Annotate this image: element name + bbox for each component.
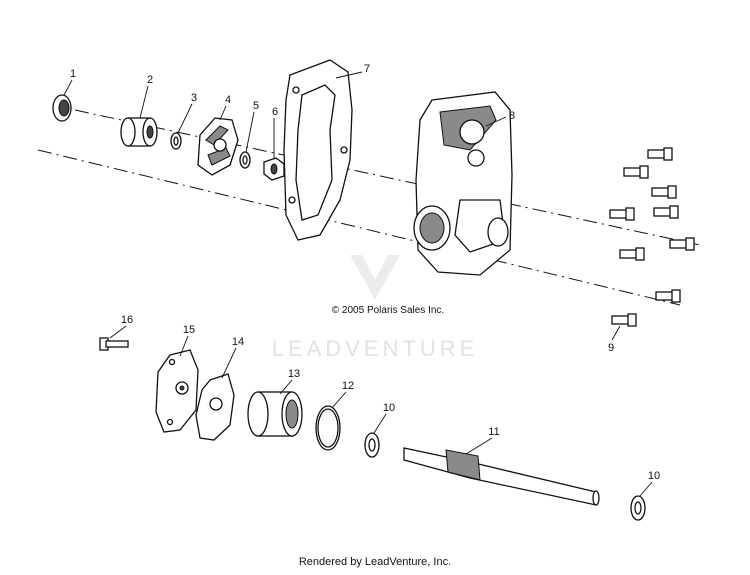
bolt [611,313,637,327]
part-cover [413,91,513,276]
bolt [669,237,695,251]
lower-axis-line [37,149,681,306]
part-gasket [283,59,353,241]
leader-lines [63,71,653,497]
callouts: 1 2 3 4 5 6 7 8 9 16 15 14 13 12 10 11 1… [70,63,660,482]
part-impeller [197,117,239,176]
bolt [655,289,681,303]
bolt [619,247,645,261]
part-small-gasket [195,373,235,441]
callout-3: 3 [191,92,197,104]
callout-13: 13 [288,368,300,380]
part-washer-5 [239,151,251,169]
callout-10-second: 10 [648,470,660,482]
part-plate [155,349,199,433]
part-cylinder [247,391,303,437]
callout-16: 16 [121,314,133,326]
callout-7: 7 [364,63,370,75]
part-bearing [120,117,158,147]
part-washer-10a [364,432,380,458]
callout-8: 8 [509,110,515,122]
callout-11: 11 [488,426,499,438]
bolt [609,207,635,221]
part-bolts [609,147,695,327]
part-small-bolt [99,337,129,351]
callout-5: 5 [253,100,259,112]
bolt [647,147,673,161]
part-washer-3 [170,132,182,150]
part-nut [263,157,285,181]
bolt [651,185,677,199]
callout-15: 15 [183,324,195,336]
callout-6: 6 [272,106,278,118]
part-washer-10b [630,495,646,521]
upper-axis-line [74,109,701,246]
copyright-text: © 2005 Polaris Sales Inc. [332,305,444,316]
part-o-ring [315,405,341,451]
watermark: LEADVENTURE [272,255,479,361]
callout-2: 2 [147,74,153,86]
callout-12: 12 [342,380,354,392]
bolt [653,205,679,219]
bolt [623,165,649,179]
watermark-logo-icon [350,255,400,300]
callout-14: 14 [232,336,244,348]
part-seal [52,94,72,122]
part-shaft [403,447,600,506]
callout-4: 4 [225,94,231,106]
center-lines [37,109,701,306]
footer-text: Rendered by LeadVenture, Inc. [298,556,452,568]
watermark-text: LEADVENTURE [272,336,479,361]
callout-1: 1 [70,68,76,80]
callout-9: 9 [608,342,614,354]
callout-10: 10 [383,402,395,414]
